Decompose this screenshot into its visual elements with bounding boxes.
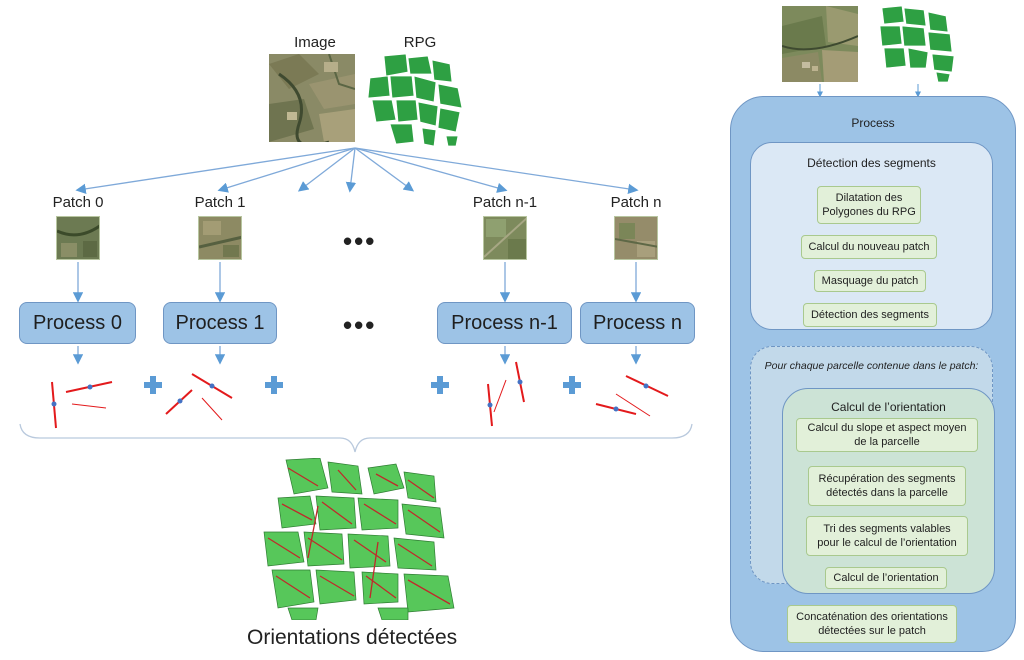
- patch-arrows: [72, 262, 642, 303]
- ellipsis-patches: •••: [343, 226, 377, 256]
- curly-brace: [19, 423, 693, 453]
- patch-n-label: Patch n: [610, 194, 662, 211]
- patch-1-thumbnail: [198, 216, 242, 260]
- detection-title: Détection des segments: [807, 156, 936, 170]
- patch-1-label: Patch 1: [194, 194, 246, 211]
- patch-0-thumbnail: [56, 216, 100, 260]
- patch-n-thumbnail: [614, 216, 658, 260]
- right-rpg-image: [876, 5, 960, 83]
- step-calcul-patch: Calcul du nouveau patch: [801, 235, 937, 259]
- step-recuperation-segments: Récupération des segments détectés dans …: [808, 466, 966, 506]
- ellipsis-processes: •••: [343, 310, 377, 340]
- patch-n-1-label: Patch n-1: [472, 194, 538, 211]
- process-arrows: [72, 346, 642, 365]
- step-detection-segments: Détection des segments: [803, 303, 937, 327]
- loop-title: Pour chaque parcelle contenue dans le pa…: [764, 360, 979, 372]
- step-slope-aspect: Calcul du slope et aspect moyen de la pa…: [796, 418, 978, 452]
- right-aerial-image: [781, 6, 859, 82]
- step-dilatation: Dilatation des Polygones du RPG: [817, 186, 921, 224]
- image-label: Image: [294, 34, 336, 51]
- patch-n-1-thumbnail: [483, 216, 527, 260]
- rpg-label: RPG: [403, 34, 437, 51]
- process-title: Process: [851, 116, 895, 130]
- aerial-image: [269, 53, 356, 147]
- orientation-result-map: [258, 457, 458, 621]
- step-concatenation: Concaténation des orientations détectées…: [787, 605, 957, 643]
- step-masquage: Masquage du patch: [814, 270, 926, 292]
- result-label: Orientations détectées: [247, 626, 458, 649]
- process-n-1-box: Process n-1: [437, 302, 572, 344]
- process-1-box: Process 1: [163, 302, 277, 344]
- step-tri-segments: Tri des segments valables pour le calcul…: [806, 516, 968, 556]
- process-0-box: Process 0: [19, 302, 136, 344]
- orientation-title: Calcul de l’orientation: [831, 400, 946, 414]
- rpg-parcels-image: [366, 52, 464, 148]
- patch-0-label: Patch 0: [52, 194, 104, 211]
- fan-arrows: [75, 147, 639, 194]
- process-n-label: Process n: [593, 311, 682, 334]
- step-calcul-orientation: Calcul de l’orientation: [825, 567, 947, 589]
- process-1-label: Process 1: [175, 311, 265, 334]
- process-n-1-label: Process n-1: [451, 311, 558, 334]
- process-n-box: Process n: [580, 302, 695, 344]
- process-0-label: Process 0: [33, 311, 122, 334]
